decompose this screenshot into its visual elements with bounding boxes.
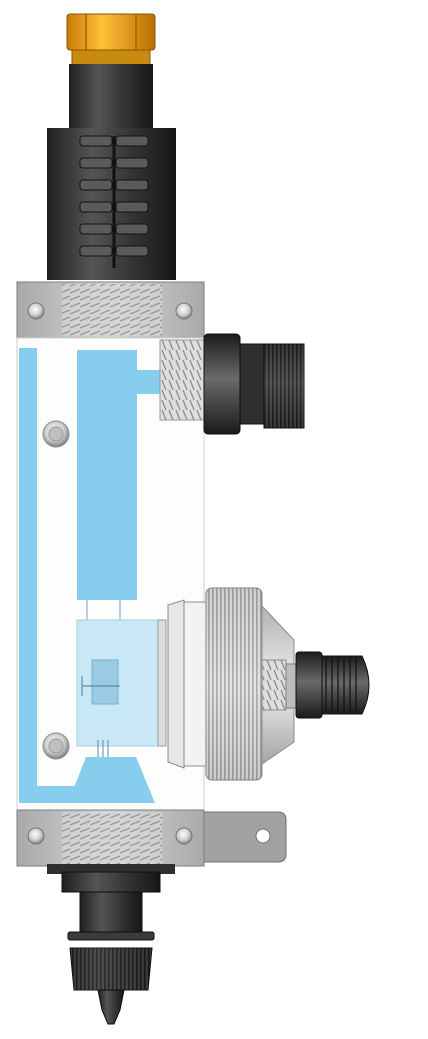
top-tube [69,64,153,134]
fluid-channels [19,348,163,803]
sensor-chamber [76,600,167,757]
side-compression-fitting-icon [203,333,305,435]
mounting-bracket-icon [203,811,287,863]
adjustment-valve-knob-icon [167,587,370,781]
ribbed-compression-nut-icon [47,128,176,280]
bottom-barbed-fitting-icon [47,864,175,1025]
side-thread-boss [159,339,207,421]
bottom-manifold-block [16,809,205,867]
orange-hex-cap-icon [66,13,156,67]
top-manifold-block [16,281,205,339]
